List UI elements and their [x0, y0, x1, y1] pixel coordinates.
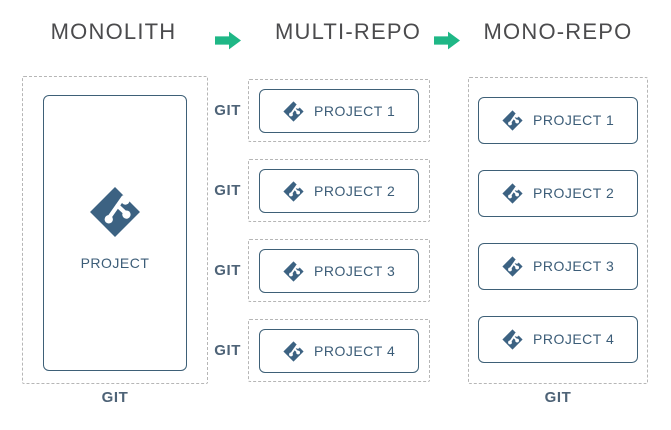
- arrow-right-icon: [215, 31, 241, 50]
- column-headers: MONOLITH MULTI-REPO MONO-REPO: [0, 12, 671, 52]
- monolith-project-box[interactable]: [43, 95, 187, 371]
- column-title-monorepo: MONO-REPO: [483, 19, 633, 44]
- git-logo-icon: [283, 261, 304, 282]
- monorepo-git-boundary: [468, 77, 648, 384]
- git-logo-icon: [502, 256, 523, 277]
- monorepo-project-label-3: PROJECT 3: [533, 258, 615, 274]
- monorepo-project-label-1: PROJECT 1: [533, 112, 615, 128]
- multirepo-git-boundary-1: [248, 79, 430, 142]
- multirepo-project-label-4: PROJECT 4: [314, 343, 396, 359]
- monorepo-project-label-4: PROJECT 4: [533, 331, 615, 347]
- multirepo-project-label-3: PROJECT 3: [314, 263, 396, 279]
- monorepo-project-label-2: PROJECT 2: [533, 185, 615, 201]
- git-logo-icon: [502, 183, 523, 204]
- git-logo-icon: [89, 186, 141, 238]
- git-logo-icon: [283, 341, 304, 362]
- multirepo-project-label-1: PROJECT 1: [314, 103, 396, 119]
- multirepo-git-label-4: GIT: [214, 342, 241, 359]
- multirepo-git-boundary-4: [248, 319, 430, 382]
- monolith-git-boundary: [22, 76, 208, 384]
- git-logo-icon: [283, 101, 304, 122]
- multirepo-git-boundary-3: [248, 239, 430, 302]
- multirepo-git-boundary-2: [248, 159, 430, 222]
- arrow-right-icon: [434, 31, 460, 50]
- multirepo-project-box-1[interactable]: [259, 89, 419, 133]
- git-logo-icon: [502, 329, 523, 350]
- git-logo-icon: [502, 110, 523, 131]
- git-logo-icon: [283, 181, 304, 202]
- monolith-git-label: GIT: [101, 389, 129, 406]
- monolith-project-label: PROJECT: [80, 255, 150, 271]
- column-title-monolith: MONOLITH: [50, 19, 177, 44]
- monorepo-git-label: GIT: [544, 389, 572, 406]
- multirepo-project-label-2: PROJECT 2: [314, 183, 396, 199]
- multirepo-git-label-1: GIT: [214, 102, 241, 119]
- multirepo-git-label-3: GIT: [214, 262, 241, 279]
- column-title-multirepo: MULTI-REPO: [274, 19, 422, 44]
- multirepo-git-label-2: GIT: [214, 182, 241, 199]
